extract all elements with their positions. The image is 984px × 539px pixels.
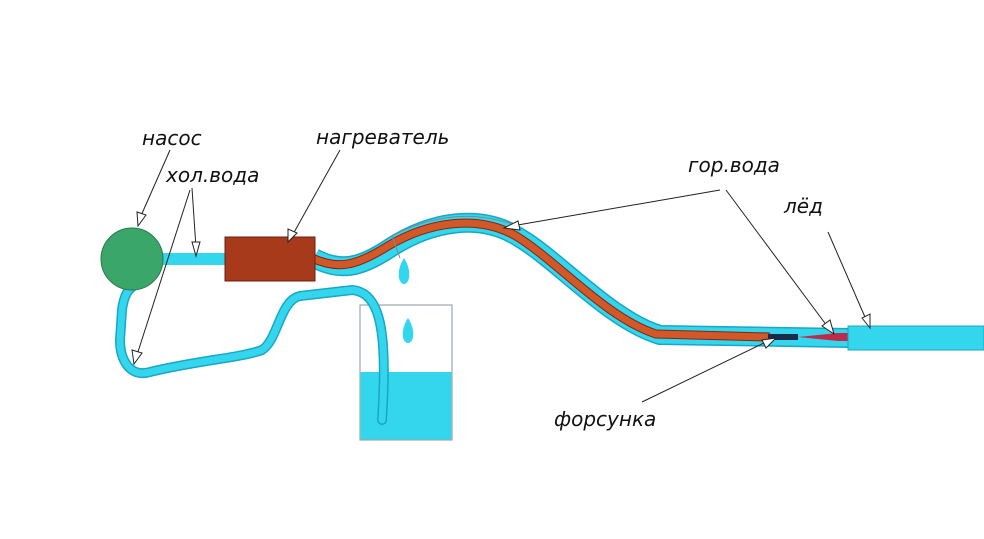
- cold-water-pipe: [160, 253, 228, 265]
- nozzle-jet: [798, 333, 850, 341]
- water-drop: [402, 318, 414, 343]
- container-water: [360, 372, 452, 440]
- splash-cover: [391, 215, 513, 237]
- label-pump: насос: [142, 126, 202, 150]
- label-cold-water: хол.вода: [165, 163, 259, 187]
- hot-water-stream: [310, 219, 771, 341]
- leader-lines: [131, 149, 871, 403]
- heater: [224, 236, 316, 282]
- label-nozzle: форсунка: [554, 407, 656, 431]
- water-drop: [398, 258, 410, 284]
- ice-block: [847, 325, 984, 351]
- label-heater: нагреватель: [316, 125, 449, 149]
- label-ice: лёд: [783, 194, 823, 218]
- return-hose: [116, 280, 388, 424]
- label-hot-water: гор.вода: [688, 153, 780, 177]
- pump: [100, 227, 164, 291]
- water-container: [359, 304, 453, 441]
